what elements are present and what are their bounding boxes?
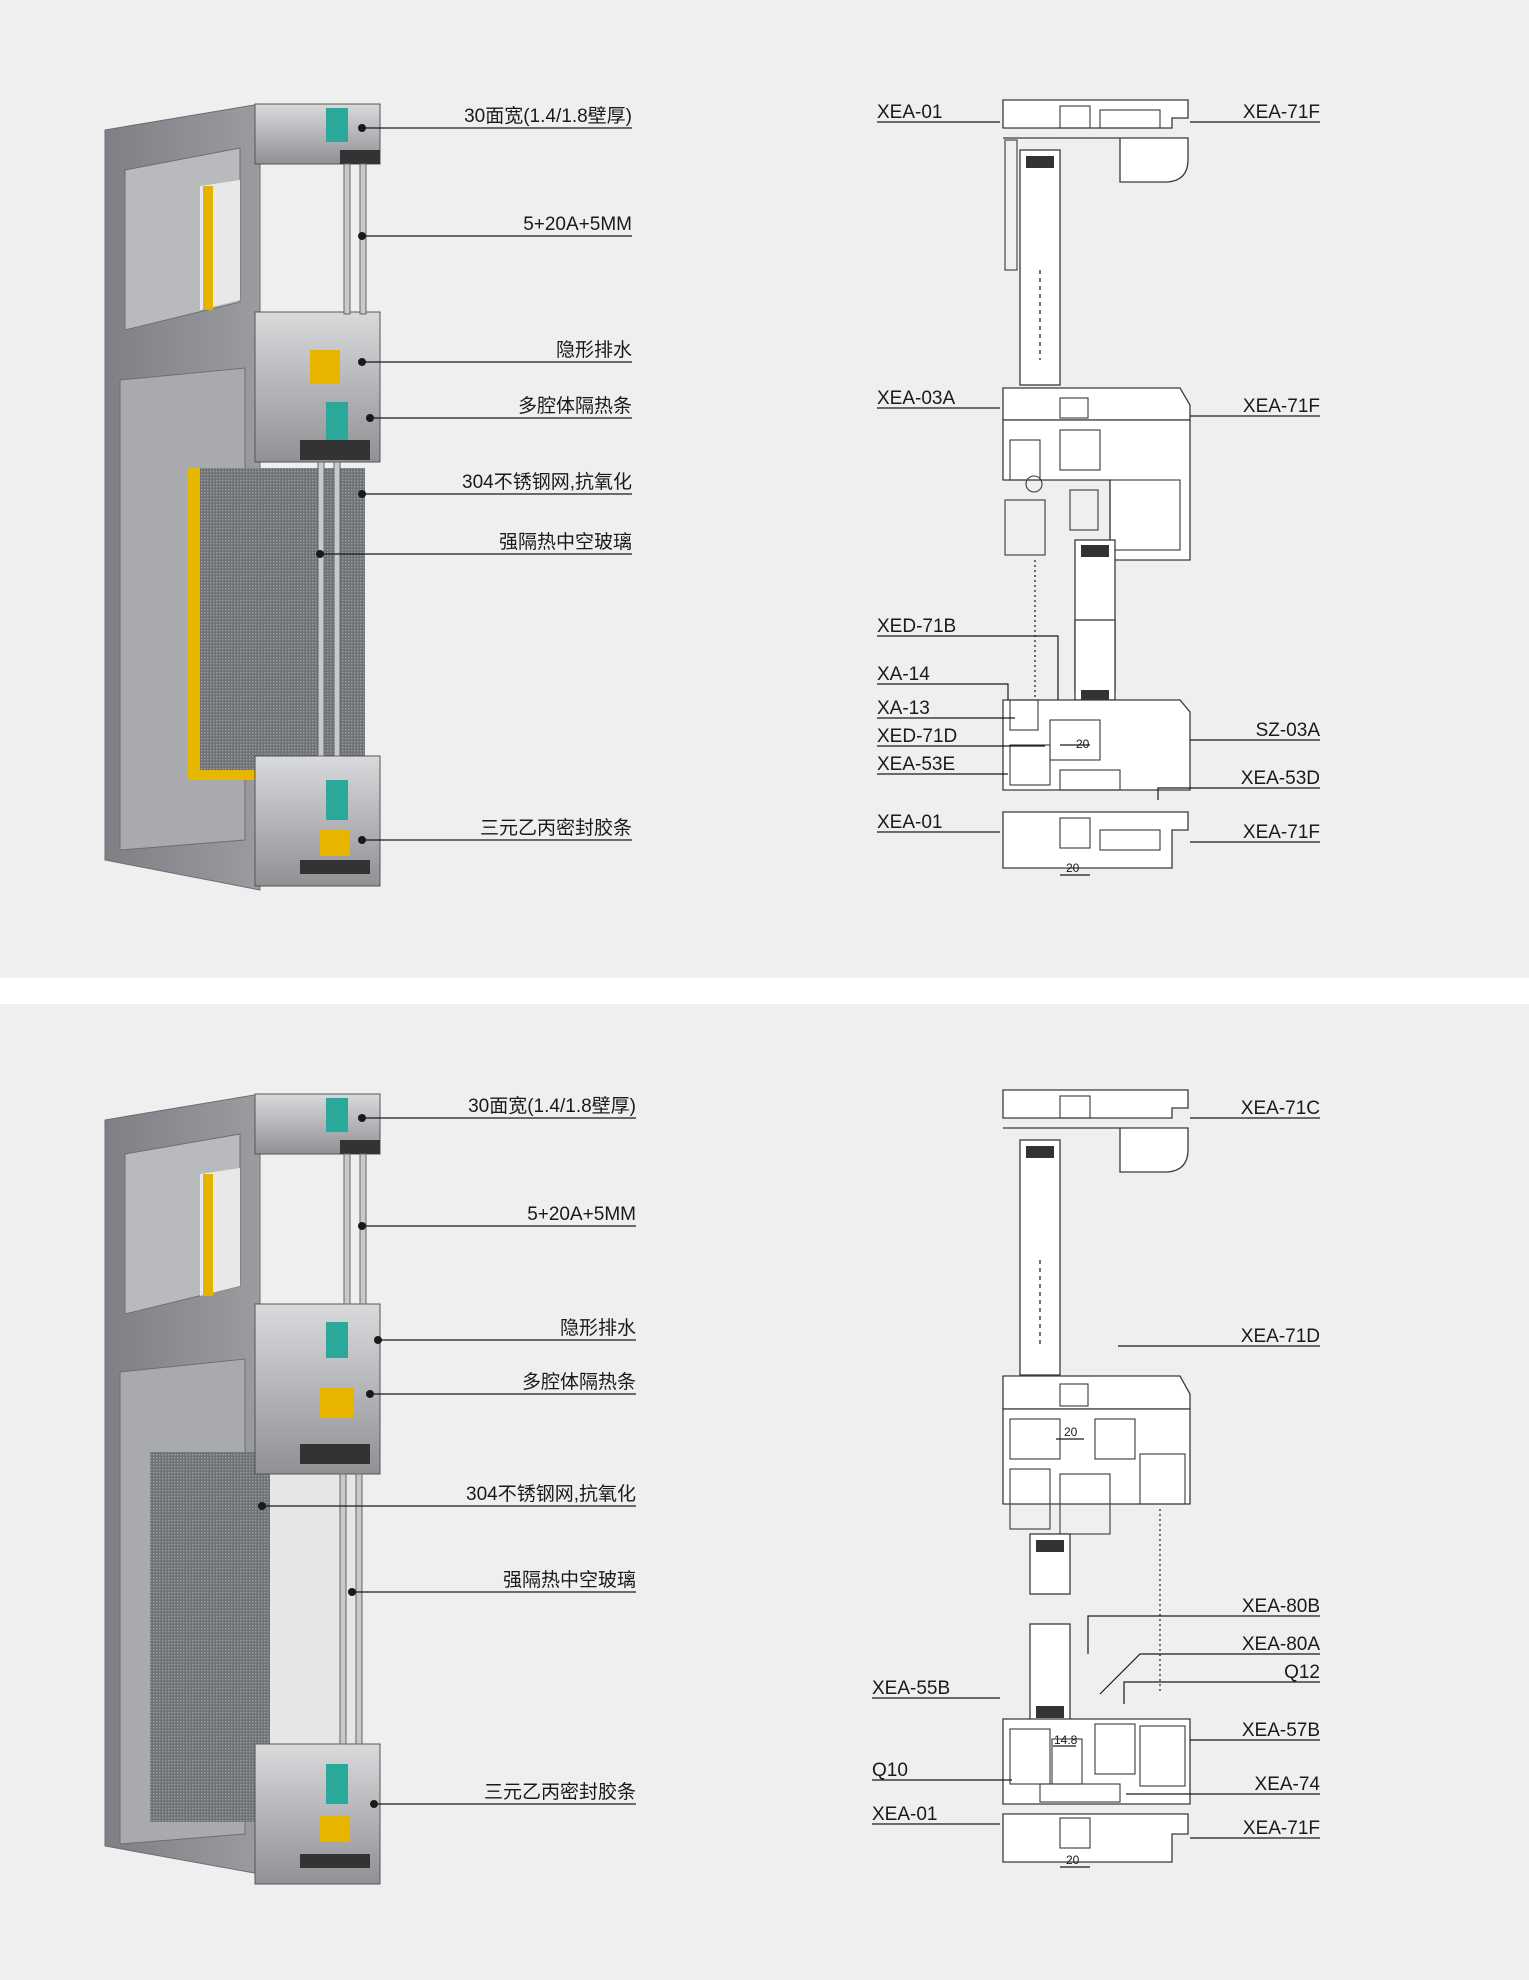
label-q12: Q12 <box>1284 1662 1320 1683</box>
label-xea-71d: XEA-71D <box>1241 1326 1320 1347</box>
dim-mid-width: 20 <box>1064 1425 1078 1439</box>
callout-hidden-drain: 隐形排水 <box>560 1317 636 1339</box>
callout-insulated-glass: 强隔热中空玻璃 <box>499 531 632 553</box>
label-xea-80a: XEA-80A <box>1242 1634 1320 1655</box>
section-labels-right: XEA-71F XEA-71F SZ-03A XEA-53D XEA-71F <box>1157 102 1321 843</box>
section-labels-right: XEA-71C XEA-71D XEA-80B XEA-80A Q12 XEA-… <box>1087 1098 1321 1839</box>
bottom-panel: 30面宽(1.4/1.8壁厚) 5+20A+5MM 隐形排水 多腔体隔热条 30… <box>0 1004 1529 1980</box>
render-callouts: 30面宽(1.4/1.8壁厚) 5+20A+5MM 隐形排水 多腔体隔热条 30… <box>258 1095 636 1808</box>
dim-bottom-width: 20 <box>1066 861 1080 875</box>
label-xed-71d: XED-71D <box>877 726 957 747</box>
callout-hidden-drain: 隐形排水 <box>556 339 632 361</box>
label-xea-01-bottom: XEA-01 <box>877 812 942 833</box>
callout-thermal-strip: 多腔体隔热条 <box>518 395 632 417</box>
section-drawing: 20 20 <box>1002 99 1191 876</box>
label-xea-71f-mid: XEA-71F <box>1243 396 1320 417</box>
label-q10: Q10 <box>872 1760 908 1781</box>
label-xea-74: XEA-74 <box>1255 1774 1321 1795</box>
callout-steel-mesh: 304不锈钢网,抗氧化 <box>466 1483 636 1505</box>
label-xed-71b: XED-71B <box>877 616 956 637</box>
callout-steel-mesh: 304不锈钢网,抗氧化 <box>462 471 632 493</box>
callout-face-width: 30面宽(1.4/1.8壁厚) <box>468 1095 636 1117</box>
top-panel-canvas: 30面宽(1.4/1.8壁厚) 5+20A+5MM 隐形排水 多腔体隔热条 30… <box>104 99 1321 891</box>
label-xea-01-top: XEA-01 <box>877 102 942 123</box>
callout-insulated-glass: 强隔热中空玻璃 <box>503 1569 636 1591</box>
label-xea-01: XEA-01 <box>872 1804 937 1825</box>
top-panel: 30面宽(1.4/1.8壁厚) 5+20A+5MM 隐形排水 多腔体隔热条 30… <box>0 0 1529 978</box>
window-render <box>104 1093 381 1885</box>
callout-glass-spec: 5+20A+5MM <box>523 214 632 235</box>
section-labels-left: XEA-01 XEA-03A XED-71B XA-14 XA-13 XED-7… <box>877 102 1059 833</box>
label-xa-14: XA-14 <box>877 664 930 685</box>
section-drawing: 20 14.8 20 <box>1002 1089 1191 1868</box>
label-xea-71f-top: XEA-71F <box>1243 102 1320 123</box>
label-xea-55b: XEA-55B <box>872 1678 950 1699</box>
label-xea-71c: XEA-71C <box>1241 1098 1320 1119</box>
label-sz-03a: SZ-03A <box>1256 720 1321 741</box>
label-xa-13: XA-13 <box>877 698 930 719</box>
dim-sash-width: 20 <box>1076 737 1090 751</box>
label-xea-53d: XEA-53D <box>1241 768 1320 789</box>
label-xea-57b: XEA-57B <box>1242 1720 1320 1741</box>
callout-epdm-gasket: 三元乙丙密封胶条 <box>480 817 632 839</box>
dim-sash-14-8: 14.8 <box>1054 1733 1078 1747</box>
label-xea-71f: XEA-71F <box>1243 1818 1320 1839</box>
label-xea-80b: XEA-80B <box>1242 1596 1320 1617</box>
callout-face-width: 30面宽(1.4/1.8壁厚) <box>464 105 632 127</box>
label-xea-71f-bottom: XEA-71F <box>1243 822 1320 843</box>
callout-epdm-gasket: 三元乙丙密封胶条 <box>484 1781 636 1803</box>
bottom-panel-canvas: 30面宽(1.4/1.8壁厚) 5+20A+5MM 隐形排水 多腔体隔热条 30… <box>104 1089 1321 1885</box>
render-callouts: 30面宽(1.4/1.8壁厚) 5+20A+5MM 隐形排水 多腔体隔热条 30… <box>316 105 632 844</box>
section-labels-left: XEA-55B Q10 XEA-01 <box>872 1678 1012 1825</box>
dim-bottom-width: 20 <box>1066 1853 1080 1867</box>
label-xea-53e: XEA-53E <box>877 754 955 775</box>
label-xea-03a: XEA-03A <box>877 388 955 409</box>
window-render <box>104 103 381 891</box>
callout-glass-spec: 5+20A+5MM <box>527 1204 636 1225</box>
callout-thermal-strip: 多腔体隔热条 <box>522 1371 636 1393</box>
